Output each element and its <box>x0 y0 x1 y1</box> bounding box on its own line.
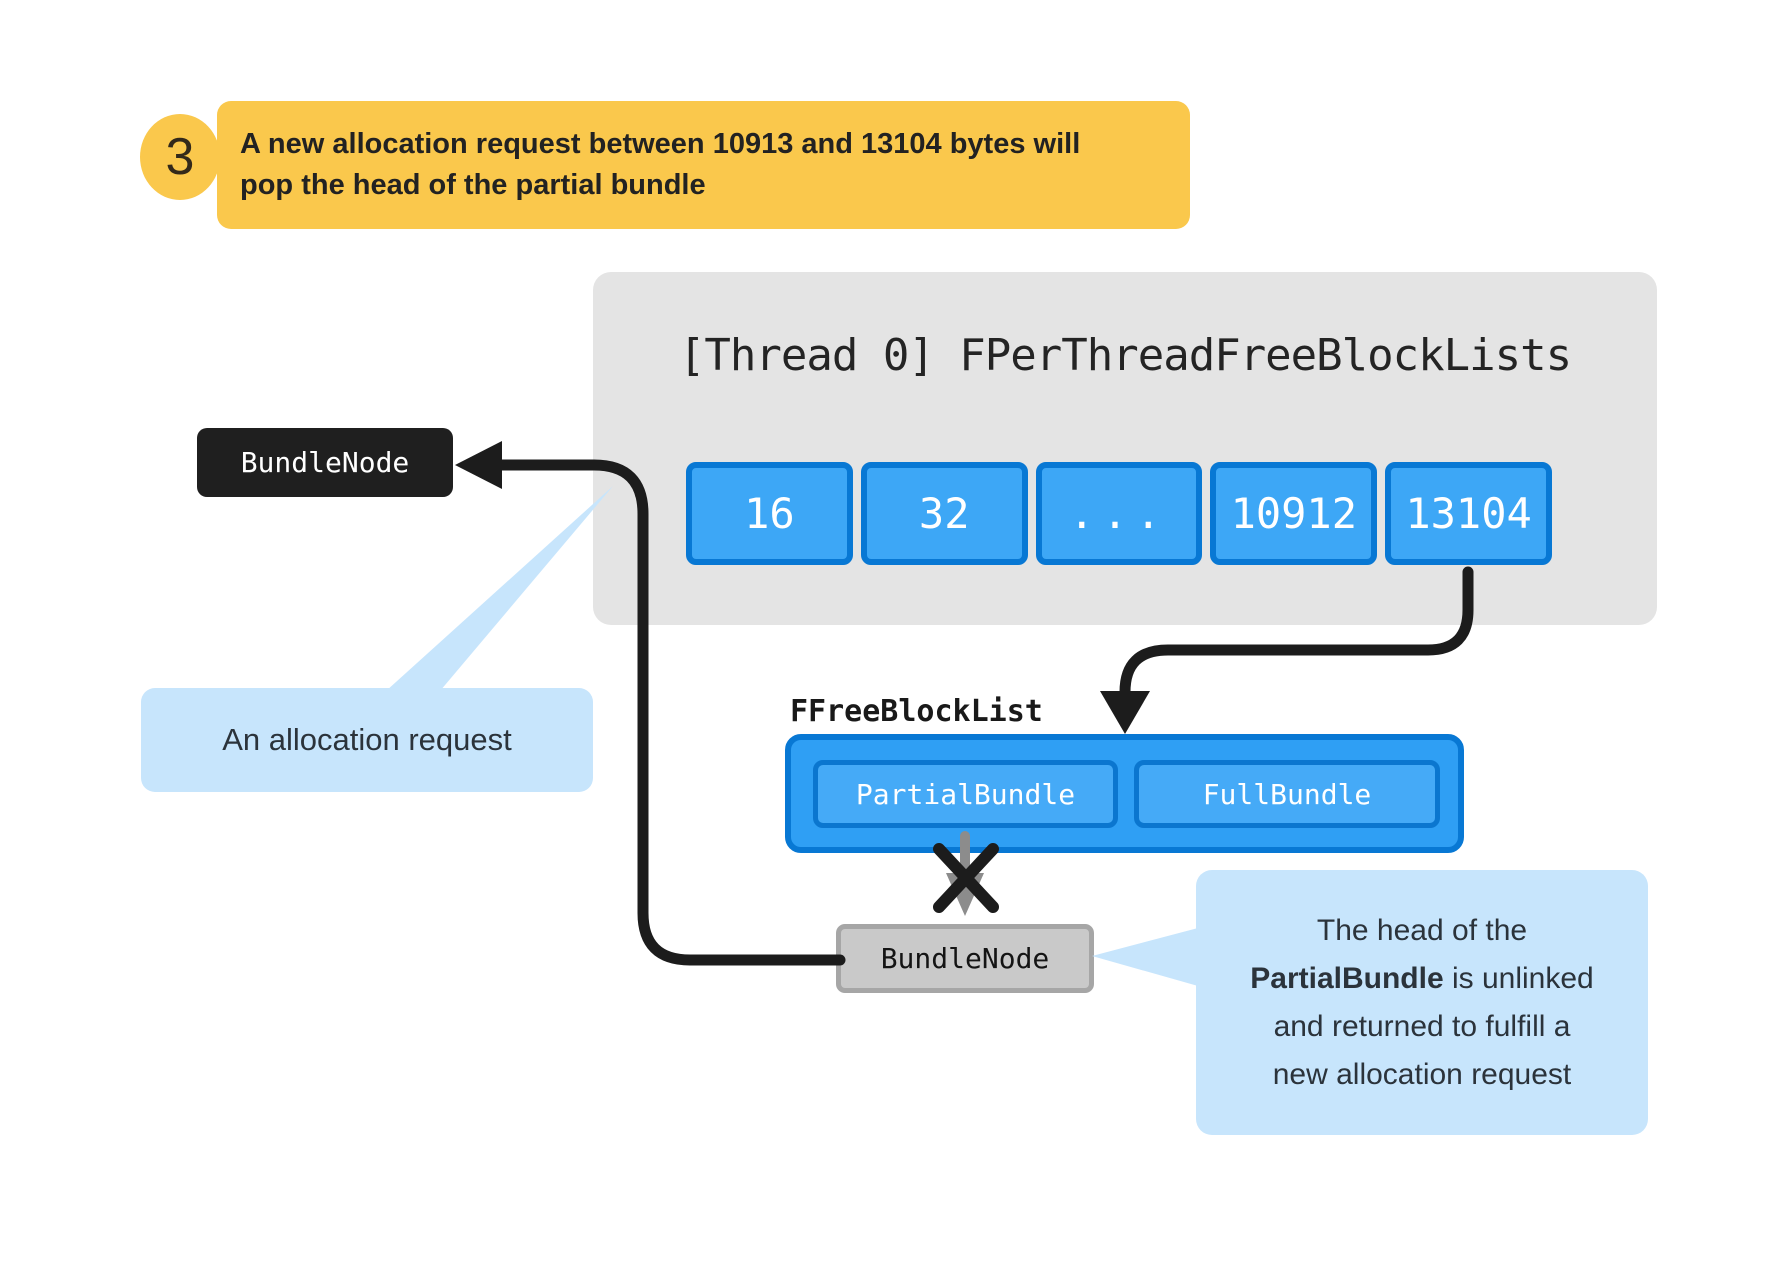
block-size-16: 16 <box>686 462 853 565</box>
partial-bundle-cell: PartialBundle <box>813 760 1118 828</box>
thread-panel-title: [Thread 0] FPerThreadFreeBlockLists <box>678 330 1572 381</box>
block-size-13104: 13104 <box>1385 462 1552 565</box>
step-number: 3 <box>165 128 195 186</box>
head-callout-line4: new allocation request <box>1272 1057 1572 1091</box>
arrowhead-down-icon <box>1100 691 1150 734</box>
thread-panel <box>593 272 1657 625</box>
head-callout-bold: PartialBundle <box>1250 961 1444 995</box>
head-callout-pointer-beam <box>1092 928 1198 986</box>
unlink-x-icon <box>933 843 999 913</box>
bundle-node-returned: BundleNode <box>197 428 453 497</box>
allocation-callout-pointer-beam <box>386 486 613 691</box>
step-number-badge: 3 <box>140 114 220 200</box>
arrowhead-left-icon <box>455 441 502 489</box>
head-callout-line1: The head of the <box>1316 913 1528 947</box>
allocation-request-text: An allocation request <box>222 722 512 757</box>
bundle-node-unlinked: BundleNode <box>836 924 1094 993</box>
block-size-10912: 10912 <box>1210 462 1378 565</box>
head-callout-line2-rest: is unlinked <box>1443 961 1594 995</box>
head-callout-line3: and returned to fulfill a <box>1273 1009 1571 1043</box>
full-bundle-cell: FullBundle <box>1134 760 1440 828</box>
step-callout: A new allocation request between 10913 a… <box>217 101 1190 229</box>
block-size-ellipsis: ... <box>1035 462 1203 565</box>
free-block-list-label: FFreeBlockList <box>790 694 1043 729</box>
step-text-line2: pop the head of the partial bundle <box>240 169 706 201</box>
block-size-32: 32 <box>860 462 1028 565</box>
unlink-x-icon <box>933 843 999 913</box>
head-unlinked-callout: The head of the PartialBundle is unlinke… <box>1196 870 1648 1135</box>
step-text-line1: A new allocation request between 10913 a… <box>240 128 1081 160</box>
allocation-request-callout: An allocation request <box>141 688 593 792</box>
head-callout-line2: PartialBundle is unlinked <box>1250 955 1593 1003</box>
unlinked-pointer-arrowhead-icon <box>946 873 984 916</box>
free-block-size-row: 16 32 ... 10912 13104 <box>686 462 1552 565</box>
